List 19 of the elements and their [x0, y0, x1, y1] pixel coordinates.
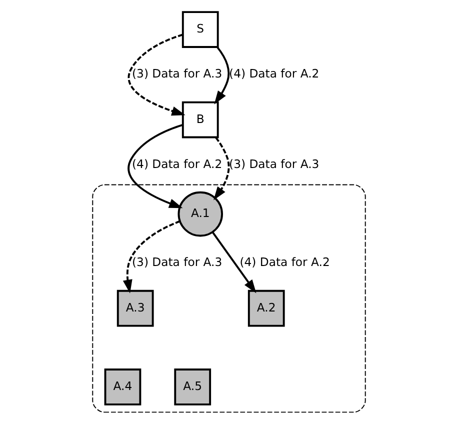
node-box: A.3: [116, 290, 154, 327]
node-box: A.2: [248, 290, 285, 327]
arrow: [128, 124, 183, 208]
arrow: [128, 34, 186, 116]
node-box: A.4: [104, 368, 142, 406]
arrow: [214, 136, 230, 200]
edge-label: (4) Data for A.2: [240, 255, 330, 270]
arrow: [214, 46, 230, 104]
arrow: [212, 231, 256, 294]
edge-label: (4) Data for A.2: [132, 156, 222, 171]
edge-label: (4) Data for A.2: [229, 66, 320, 81]
node-box: S: [182, 11, 219, 48]
edge-label: (3) Data for A.3: [132, 66, 222, 81]
node-box: A.5: [174, 368, 212, 406]
node-circle: A.1: [178, 191, 223, 237]
node-box: B: [182, 101, 219, 138]
arrow: [122, 220, 180, 294]
edge-label: (3) Data for A.3: [229, 156, 320, 171]
edge-label: (3) Data for A.3: [132, 255, 222, 270]
